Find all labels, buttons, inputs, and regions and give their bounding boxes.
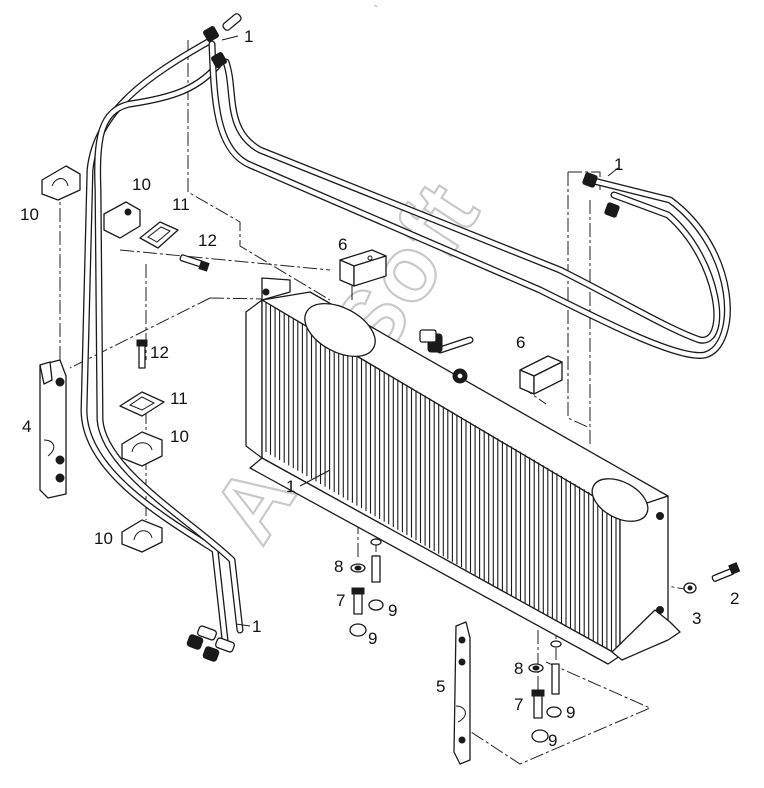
callout-clamp-bottom: 10 — [94, 529, 113, 548]
mounting-brackets — [39, 359, 471, 765]
callout-screw-upper: 12 — [198, 231, 217, 250]
callout-bushing-b1: 9 — [566, 703, 575, 722]
callout-hose-bottom: 1 — [252, 617, 261, 636]
callout-block-right: 6 — [516, 333, 525, 352]
callout-clamp-tl-a: 10 — [20, 205, 39, 224]
callout-hose-center: 1 — [286, 477, 295, 496]
hose-fittings — [186, 13, 620, 662]
callout-washer-left-a: 8 — [334, 557, 343, 576]
callout-washer-left-b: 8 — [514, 659, 523, 678]
callout-clamp-tl-b: 10 — [132, 175, 151, 194]
callout-bracket-left: 4 — [22, 417, 31, 436]
callout-bolt-right: 2 — [730, 589, 739, 608]
callout-bolt-left-b: 7 — [514, 695, 523, 714]
callout-bracket-bottom: 5 — [436, 677, 445, 696]
header-mark: ~ — [374, 4, 378, 10]
callout-washer-right: 3 — [692, 609, 701, 628]
callout-leader-lines — [221, 35, 619, 627]
fastener-hardware — [349, 538, 741, 743]
callout-plate-upper: 11 — [172, 195, 190, 214]
callout-screw-lower: 12 — [150, 343, 169, 362]
callout-block-upper: 6 — [338, 235, 347, 254]
spacer-blocks — [339, 249, 563, 395]
callout-hose-right: 1 — [614, 155, 623, 174]
oil-cooler-radiator — [245, 277, 681, 665]
callout-bushing-a2: 9 — [368, 629, 377, 648]
callout-bushing-a1: 9 — [388, 601, 397, 620]
hydraulic-hose-lines — [80, 38, 731, 644]
callout-bushing-b2: 9 — [548, 731, 557, 750]
clamp-hardware — [41, 165, 210, 553]
callout-bolt-left-a: 7 — [336, 591, 345, 610]
callout-hose-top: 1 — [244, 27, 253, 46]
callout-numbers: 1 1 1 1 2 3 4 5 6 6 7 7 8 8 9 9 9 9 10 1… — [20, 27, 739, 750]
callout-clamp-mid: 10 — [170, 427, 189, 446]
callout-plate-lower: 11 — [170, 389, 188, 408]
